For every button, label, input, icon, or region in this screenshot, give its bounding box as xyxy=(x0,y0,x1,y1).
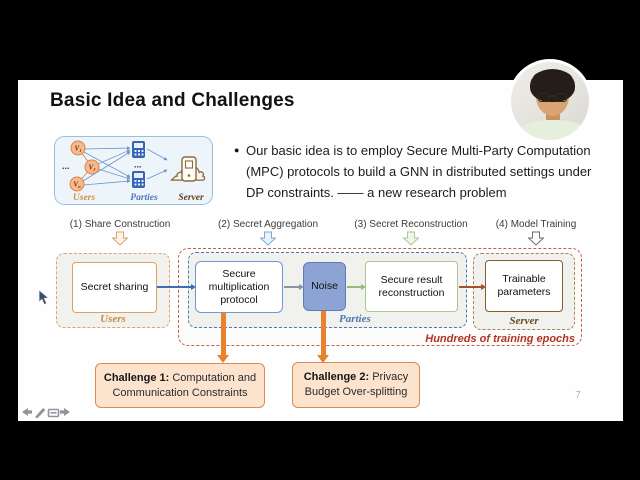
webcam-video[interactable] xyxy=(508,59,592,143)
node-v2-label: V2 xyxy=(89,164,97,173)
secret-sharing-box: Secret sharing xyxy=(72,262,157,313)
share-arrows xyxy=(82,146,131,186)
server-group-label: Server xyxy=(509,315,539,327)
previous-slide-button[interactable] xyxy=(22,408,32,416)
down-arrow-icon xyxy=(112,231,128,246)
presenter-toolbar xyxy=(22,408,70,419)
noise-box: Noise xyxy=(303,262,346,311)
step-secret-reconstruction: (3) Secret Reconstruction xyxy=(336,219,486,246)
presenter-glasses xyxy=(537,93,568,103)
overview-server-label: Server xyxy=(178,193,204,203)
slide-title: Basic Idea and Challenges xyxy=(50,90,295,111)
arrow-to-challenge1 xyxy=(217,313,229,363)
step-share-construction: (1) Share Construction xyxy=(45,219,195,246)
users-ellipsis: ... xyxy=(62,161,70,171)
node-v1-label: V1 xyxy=(75,145,82,154)
down-arrow-icon xyxy=(403,231,419,246)
presenter-hair-fringe xyxy=(533,70,572,86)
mouse-cursor xyxy=(38,290,50,306)
bullet-line: (MPC) protocols to build a GNN in distri… xyxy=(246,164,592,179)
arrow-mult-to-noise xyxy=(284,283,304,290)
epochs-label: Hundreds of training epochs xyxy=(425,333,575,345)
page-number: 7 xyxy=(575,390,581,401)
down-arrow-icon xyxy=(528,231,544,246)
overview-frame xyxy=(54,136,213,205)
party-server-icon xyxy=(132,171,145,188)
user-node-icon xyxy=(69,140,100,192)
slide-menu-button[interactable] xyxy=(47,408,60,418)
overview-diagram: V1 V2 Vn ... ... xyxy=(54,136,213,205)
presenter-shirt xyxy=(519,120,587,140)
challenge-2-box: Challenge 2: Privacy Budget Over-splitti… xyxy=(292,362,420,408)
challenge-1-box: Challenge 1: Computation and Communicati… xyxy=(95,363,265,408)
users-group-label: Users xyxy=(100,313,126,325)
bullet-line: Our basic idea is to employ Secure Multi… xyxy=(246,143,591,158)
next-slide-button[interactable] xyxy=(60,408,70,416)
parties-ellipsis: ... xyxy=(134,160,142,170)
cloud-server-icon: ☁ xyxy=(169,147,207,189)
secure-result-box: Secure result reconstruction xyxy=(365,261,458,312)
pen-tool-button[interactable] xyxy=(35,408,46,419)
down-arrow-icon xyxy=(260,231,276,246)
arrow-noise-to-result xyxy=(347,283,366,290)
secure-multiplication-box: Secure multiplication protocol xyxy=(195,261,283,313)
parties-group-label: Parties xyxy=(339,313,371,325)
overview-users-label: Users xyxy=(73,193,95,203)
arrow-secret-to-mult xyxy=(157,283,196,290)
party-server-icon xyxy=(132,141,145,158)
node-vn-label: Vn xyxy=(73,181,81,190)
arrow-result-to-train xyxy=(459,283,486,290)
overview-parties-label: Parties xyxy=(130,193,158,203)
step-secret-aggregation: (2) Secret Aggregation xyxy=(193,219,343,246)
bullet-line: DP constraints. —— a new research proble… xyxy=(246,185,507,200)
arrow-to-challenge2 xyxy=(317,311,329,363)
trainable-parameters-box: Trainable parameters xyxy=(485,260,563,312)
bullet-text: Our basic idea is to employ Secure Multi… xyxy=(246,140,628,203)
challenge-2-text: Challenge 2: Privacy Budget Over-splitti… xyxy=(303,371,409,398)
bullet-marker: ● xyxy=(234,145,240,155)
challenge-1-text: Challenge 1: Computation and Communicati… xyxy=(103,371,257,399)
step-model-training: (4) Model Training xyxy=(461,219,611,246)
